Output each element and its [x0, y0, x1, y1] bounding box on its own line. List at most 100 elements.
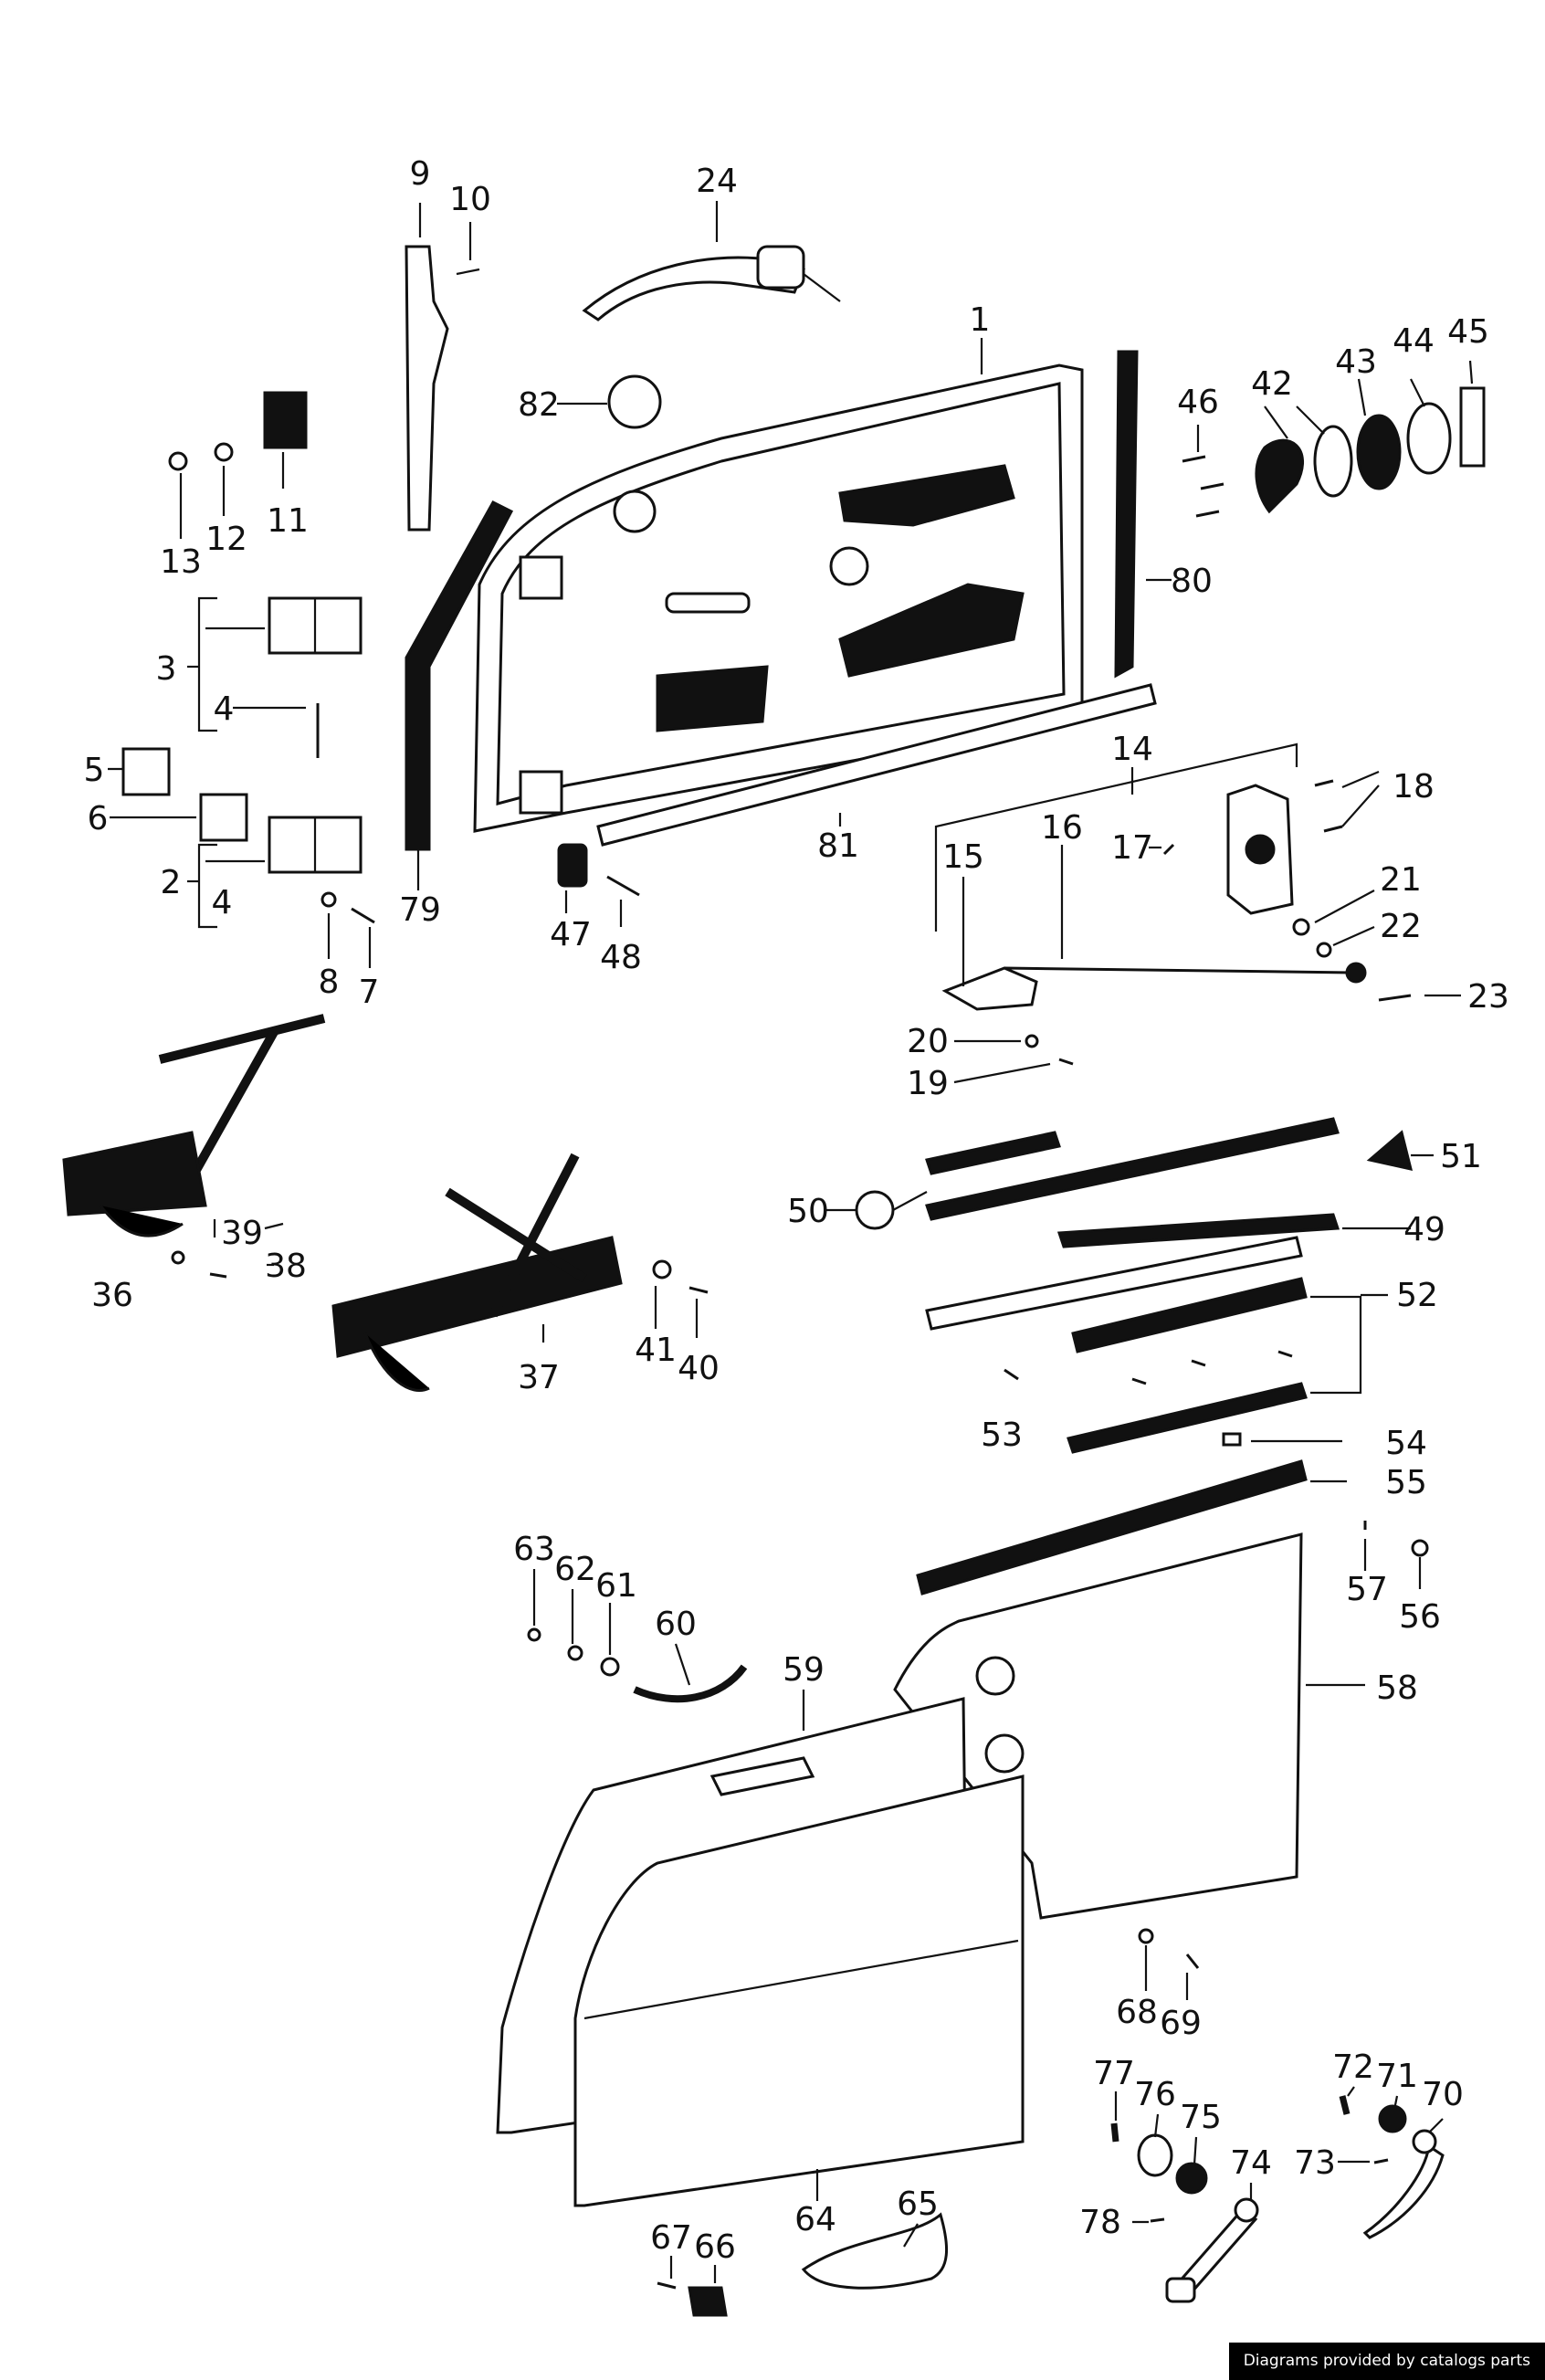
label-56: 56: [1399, 1598, 1441, 1636]
label-42: 42: [1251, 365, 1293, 403]
part-75-escutcheon: [1175, 2162, 1208, 2195]
part-43-plate: [1356, 414, 1402, 490]
label-21: 21: [1380, 861, 1422, 899]
label-18: 18: [1393, 768, 1435, 806]
label-23: 23: [1467, 978, 1509, 1016]
label-5: 5: [84, 752, 105, 789]
label-48: 48: [600, 939, 642, 976]
label-12: 12: [205, 521, 247, 558]
part-1-door-shell: [473, 363, 1084, 833]
label-37: 37: [518, 1359, 560, 1396]
part-70-handle: [1362, 2143, 1445, 2239]
part-52-strip-lower: [1067, 1382, 1308, 1454]
part-81-strip: [596, 683, 1157, 847]
part-46-screw: [1182, 455, 1206, 463]
part-65-armrest: [801, 2212, 949, 2290]
label-15: 15: [942, 838, 984, 876]
label-82: 82: [518, 386, 560, 424]
part-72-pin: [1339, 2095, 1351, 2115]
part-69-screw: [1185, 1953, 1200, 1969]
label-3: 3: [156, 650, 177, 688]
part-76-spring: [1137, 2133, 1173, 2177]
part-6-plate: [199, 793, 248, 842]
label-69: 69: [1160, 2005, 1202, 2042]
part-drawings: [62, 245, 1486, 2317]
label-79: 79: [399, 891, 441, 929]
part-82-disc: [607, 374, 662, 429]
leader-lines: [108, 201, 1474, 2283]
part-40-bolt: [688, 1286, 709, 1294]
part-20-washer: [1025, 1034, 1039, 1048]
part-36-regulator: [62, 1014, 326, 1237]
label-10: 10: [449, 181, 491, 218]
label-43: 43: [1335, 343, 1377, 381]
label-6: 6: [88, 800, 109, 837]
part-37-regulator: [331, 1153, 623, 1392]
label-68: 68: [1116, 1994, 1158, 2031]
label-51: 51: [1440, 1138, 1482, 1175]
label-74: 74: [1230, 2144, 1272, 2182]
part-42-plate: [1313, 425, 1353, 498]
label-9: 9: [410, 155, 431, 193]
part-45-striker: [1459, 386, 1486, 468]
label-14: 14: [1111, 731, 1153, 768]
part-62-washer: [567, 1645, 583, 1661]
label-59: 59: [783, 1651, 825, 1689]
part-64-door-card: [573, 1774, 1025, 2207]
label-63: 63: [513, 1531, 555, 1568]
label-71: 71: [1376, 2058, 1418, 2095]
part-77-pin: [1110, 2122, 1119, 2143]
part-47-bumper: [557, 843, 588, 888]
label-24: 24: [696, 163, 738, 200]
label-80: 80: [1171, 563, 1213, 600]
part-14-lock-assembly: [1226, 784, 1294, 915]
part-15-lever: [941, 966, 1038, 1011]
label-2: 2: [161, 864, 182, 901]
part-71-escutcheon: [1378, 2104, 1407, 2133]
part-54-clip: [1222, 1432, 1242, 1447]
label-65: 65: [897, 2185, 939, 2223]
part-50-key: [855, 1190, 895, 1230]
part-12-washer: [214, 442, 234, 462]
label-54: 54: [1385, 1425, 1427, 1462]
label-44: 44: [1393, 322, 1435, 360]
label-55: 55: [1385, 1464, 1427, 1501]
part-39-washer: [171, 1250, 185, 1265]
label-62: 62: [554, 1551, 596, 1588]
label-8: 8: [319, 964, 340, 1001]
label-64: 64: [794, 2201, 836, 2238]
label-40: 40: [678, 1350, 720, 1387]
part-78-clip: [1150, 2217, 1165, 2223]
part-23-clip: [1378, 994, 1412, 1002]
label-7: 7: [359, 974, 380, 1011]
part-73-clip: [1373, 2158, 1389, 2164]
label-20: 20: [907, 1023, 949, 1060]
label-1: 1: [970, 301, 991, 339]
label-17: 17: [1111, 829, 1153, 867]
credit-badge: Diagrams provided by catalogs parts: [1228, 2343, 1545, 2380]
label-70: 70: [1422, 2076, 1464, 2113]
label-13: 13: [160, 543, 202, 581]
part-13-washer: [168, 451, 188, 471]
label-22: 22: [1380, 908, 1422, 945]
label-66: 66: [694, 2228, 736, 2266]
part-61-ring: [600, 1657, 620, 1677]
label-47: 47: [550, 916, 592, 953]
label-16: 16: [1041, 809, 1083, 847]
part-11-block: [263, 391, 308, 449]
part-66-bracket: [688, 2286, 728, 2317]
part-55-strip: [916, 1459, 1308, 1595]
label-49: 49: [1403, 1211, 1445, 1248]
label-4-lower: 4: [212, 884, 233, 921]
part-16-rod: [1004, 966, 1352, 974]
part-42-lock: [1255, 438, 1304, 514]
part-7-bolt: [351, 907, 375, 924]
part-22-washer: [1316, 942, 1332, 958]
label-58: 58: [1376, 1669, 1418, 1707]
part-56-clip: [1411, 1539, 1429, 1557]
part-44-gasket: [1406, 402, 1452, 475]
part-24-door-handle: [582, 245, 841, 321]
part-38-bolt: [209, 1272, 227, 1279]
label-46: 46: [1177, 384, 1219, 421]
